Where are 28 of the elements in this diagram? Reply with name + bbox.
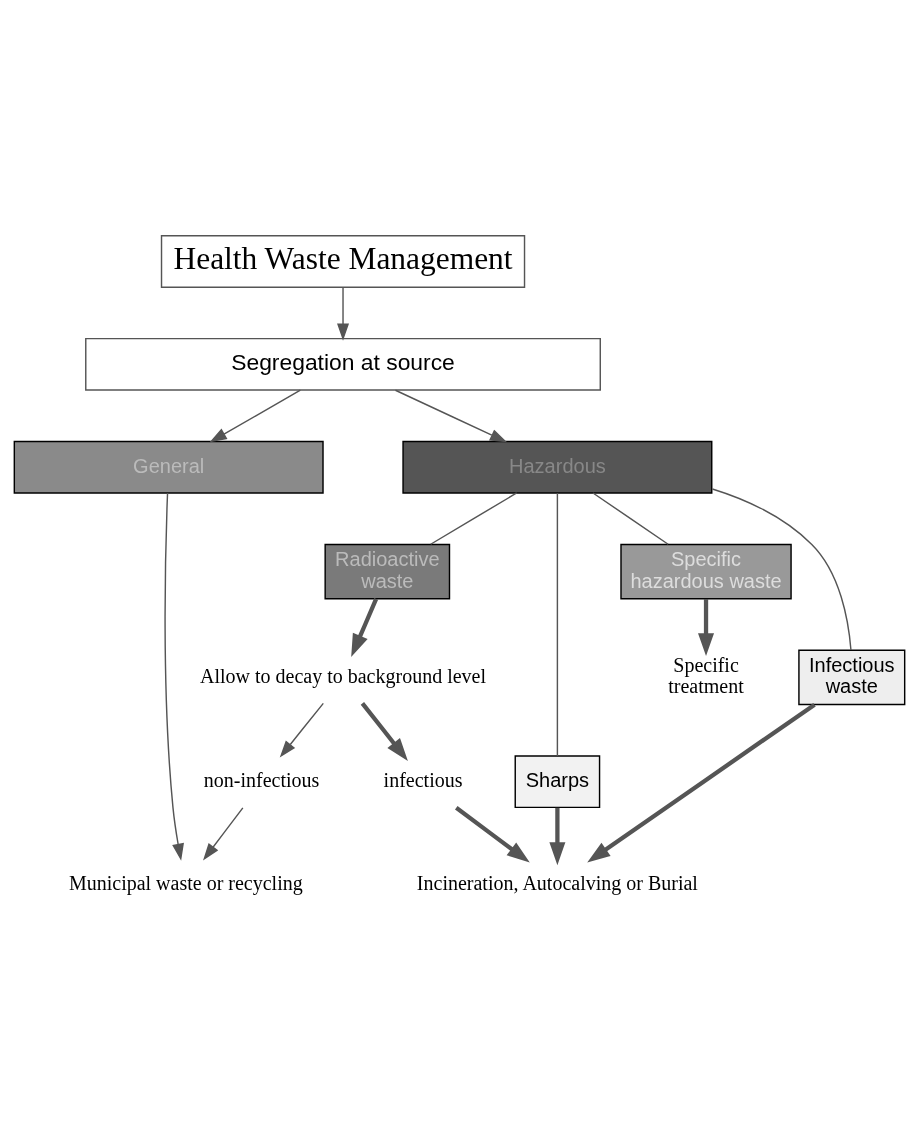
node-box: Specific hazardous waste: [620, 543, 792, 599]
node-box: Radioactive waste: [324, 543, 451, 599]
node-text: Municipal waste or recycling: [68, 871, 303, 894]
connector: [592, 491, 669, 545]
arrow: [279, 702, 324, 758]
arrow: [587, 702, 816, 862]
node-box: Infectious waste: [798, 648, 906, 705]
arrow: [337, 286, 350, 341]
arrow: [698, 598, 715, 656]
node-text: Specific treatment: [668, 653, 744, 697]
arrow: [394, 389, 508, 442]
arrow: [360, 701, 408, 761]
arrow: [209, 389, 302, 442]
arrow: [455, 805, 530, 863]
connector: [430, 491, 518, 545]
connector: [711, 487, 852, 651]
node-box: Segregation at source: [85, 337, 601, 391]
arrow: [549, 807, 566, 865]
arrow: [164, 491, 184, 861]
connector: [556, 491, 559, 757]
node-box: Health Waste Management: [160, 234, 526, 288]
node-box: Sharps: [514, 754, 601, 808]
arrow: [351, 597, 379, 657]
node-text: infectious: [383, 768, 463, 791]
node-text: Allow to decay to background level: [200, 664, 487, 687]
arrow: [203, 806, 244, 860]
node-text: non-infectious: [203, 768, 320, 791]
node-text: Incineration, Autocalving or Burial: [416, 871, 698, 894]
